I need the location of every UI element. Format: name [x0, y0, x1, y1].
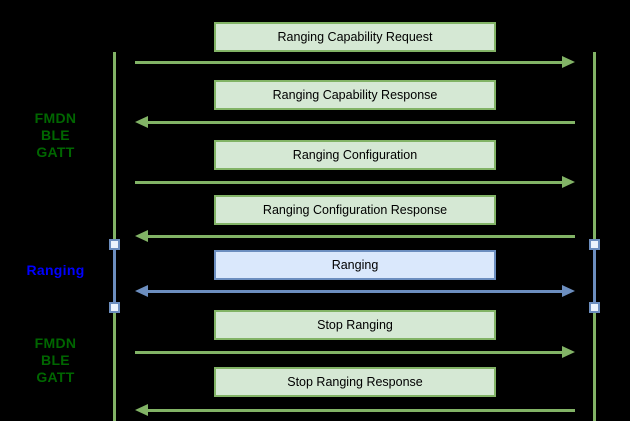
arrow-right-ranging-configuration: [135, 175, 575, 189]
side-label-line: BLE: [41, 127, 70, 143]
arrow-left-stop-ranging-response: [135, 403, 575, 417]
arrowhead-left-icon: [135, 116, 148, 128]
side-label-fmdn-ble-gatt-top: FMDN BLE GATT: [8, 110, 103, 161]
arrow-line: [135, 60, 564, 64]
arrow-line: [146, 120, 575, 124]
message-label: Ranging Capability Response: [272, 88, 438, 102]
message-label: Ranging Capability Request: [277, 30, 433, 44]
arrowhead-left-icon: [135, 404, 148, 416]
message-box-stop-ranging-response: Stop Ranging Response: [214, 367, 496, 397]
arrowhead-right-icon: [562, 176, 575, 188]
message-label: Ranging Configuration: [292, 148, 418, 162]
message-box-ranging-configuration: Ranging Configuration: [214, 140, 496, 170]
arrowhead-left-icon: [135, 285, 148, 297]
arrowhead-left-icon: [135, 230, 148, 242]
arrow-line: [135, 350, 564, 354]
side-label-line: FMDN: [34, 335, 77, 351]
arrow-line: [135, 180, 564, 184]
message-label: Stop Ranging Response: [287, 375, 423, 389]
activation-square-right-top: [589, 239, 600, 250]
side-label-ranging: Ranging: [8, 262, 103, 279]
message-label: Stop Ranging: [317, 318, 393, 332]
arrow-line: [146, 289, 564, 293]
lifeline-left-ranging-segment: [113, 244, 116, 308]
side-label-line: GATT: [36, 144, 75, 160]
message-label: Ranging: [331, 258, 379, 272]
message-box-stop-ranging: Stop Ranging: [214, 310, 496, 340]
side-label-line: GATT: [36, 369, 75, 385]
message-box-ranging-configuration-response: Ranging Configuration Response: [214, 195, 496, 225]
message-box-ranging: Ranging: [214, 250, 496, 280]
arrow-line: [146, 408, 575, 412]
message-box-ranging-capability-response: Ranging Capability Response: [214, 80, 496, 110]
side-label-line: FMDN: [34, 110, 77, 126]
lifeline-right: [593, 52, 596, 421]
side-label-line: Ranging: [26, 262, 85, 278]
message-box-ranging-capability-request: Ranging Capability Request: [214, 22, 496, 52]
lifeline-right-ranging-segment: [593, 244, 596, 308]
activation-square-left-bottom: [109, 302, 120, 313]
arrowhead-right-icon: [562, 346, 575, 358]
side-label-line: BLE: [41, 352, 70, 368]
activation-square-right-bottom: [589, 302, 600, 313]
lifeline-left: [113, 52, 116, 421]
arrow-left-ranging-capability-response: [135, 115, 575, 129]
arrow-right-ranging-capability-request: [135, 55, 575, 69]
arrow-line: [146, 234, 575, 238]
message-label: Ranging Configuration Response: [262, 203, 448, 217]
arrowhead-right-icon: [562, 56, 575, 68]
arrow-left-ranging-configuration-response: [135, 229, 575, 243]
activation-square-left-top: [109, 239, 120, 250]
arrow-bidirectional-ranging: [135, 284, 575, 298]
arrowhead-right-icon: [562, 285, 575, 297]
side-label-fmdn-ble-gatt-bottom: FMDN BLE GATT: [8, 335, 103, 386]
arrow-right-stop-ranging: [135, 345, 575, 359]
